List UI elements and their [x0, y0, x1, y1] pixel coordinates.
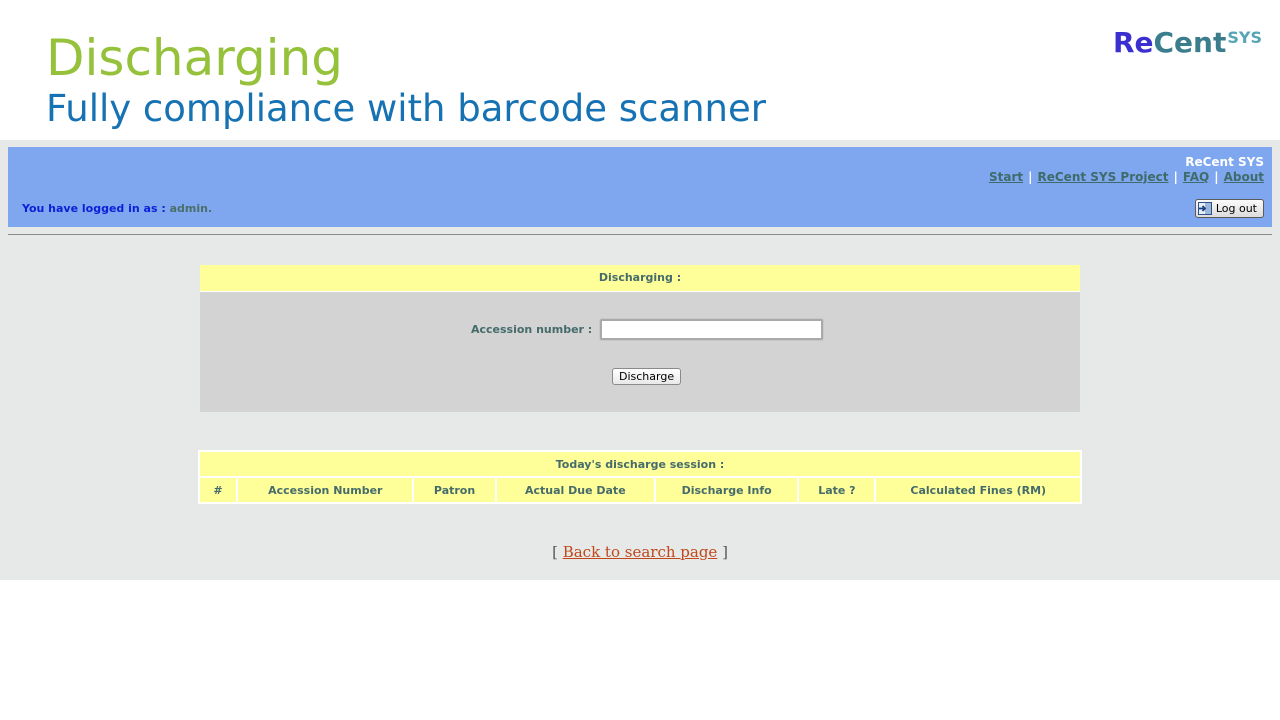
accession-number-input[interactable] — [600, 319, 823, 340]
slide-header: Discharging Fully compliance with barcod… — [0, 0, 1280, 140]
discharge-session-table: Today's discharge session : # Accession … — [197, 450, 1082, 504]
back-to-search-link[interactable]: Back to search page — [562, 543, 718, 561]
nav-project-link[interactable]: ReCent SYS Project — [1037, 170, 1169, 184]
column-header-patron: Patron — [412, 476, 497, 504]
column-header-number: # — [197, 476, 239, 504]
brand-logo-re: Re — [1112, 26, 1154, 59]
logout-label: Log out — [1215, 202, 1257, 215]
session-heading: Today's discharge session : — [198, 450, 1082, 478]
back-link-line: [ Back to search page ] — [0, 543, 1280, 561]
column-header-due-date: Actual Due Date — [494, 476, 657, 504]
discharge-panel-heading: Discharging : — [200, 265, 1080, 292]
nav-start-link[interactable]: Start — [988, 170, 1024, 184]
top-nav: Start | ReCent SYS Project | FAQ | About — [989, 170, 1264, 184]
nav-separator: | — [1214, 170, 1219, 184]
column-header-accession: Accession Number — [236, 476, 415, 504]
app-screenshot: ReCent SYS Start | ReCent SYS Project | FAQ |… — [0, 140, 1280, 580]
bracket-open: [ — [552, 543, 558, 561]
login-status: You have logged in as : admin. — [22, 202, 212, 215]
nav-separator: | — [1028, 170, 1033, 184]
logout-button[interactable]: Log out — [1194, 199, 1264, 218]
login-username: admin. — [169, 202, 213, 215]
session-column-headers: # Accession Number Patron Actual Due Dat… — [197, 476, 1082, 504]
brand-logo-cent: Cent — [1153, 26, 1227, 59]
discharge-panel: Discharging : Accession number : Dischar… — [200, 265, 1080, 412]
discharge-button[interactable]: Discharge — [612, 368, 682, 385]
slide-title: Discharging — [46, 29, 343, 87]
brand-logo: ReCentSYS — [1113, 26, 1262, 59]
system-name: ReCent SYS — [1185, 155, 1264, 169]
nav-separator: | — [1173, 170, 1178, 184]
column-header-fines: Calculated Fines (RM) — [874, 476, 1082, 504]
header-divider — [8, 234, 1272, 235]
session-heading-row: Today's discharge session : — [198, 450, 1082, 478]
column-header-late: Late ? — [797, 476, 877, 504]
bracket-close: ] — [722, 543, 728, 561]
column-header-discharge-info: Discharge Info — [653, 476, 800, 504]
exit-door-icon — [1197, 202, 1212, 215]
slide-subtitle: Fully compliance with barcode scanner — [46, 87, 766, 130]
nav-faq-link[interactable]: FAQ — [1182, 170, 1210, 184]
brand-logo-sys: SYS — [1227, 28, 1262, 47]
accession-number-label: Accession number : — [471, 323, 593, 336]
nav-about-link[interactable]: About — [1223, 170, 1264, 184]
login-prefix: You have logged in as : — [22, 202, 166, 215]
top-bar: ReCent SYS Start | ReCent SYS Project | FAQ |… — [8, 147, 1272, 227]
